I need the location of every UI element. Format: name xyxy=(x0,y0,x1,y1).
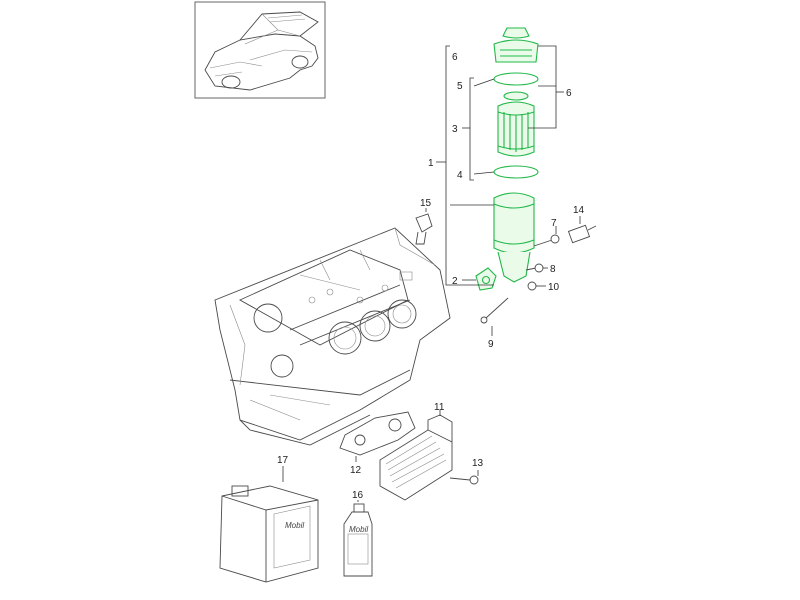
callout-8: 8 xyxy=(550,264,556,275)
callout-5: 5 xyxy=(457,81,463,92)
callout-2: 2 xyxy=(452,276,458,287)
callout-7: 7 xyxy=(551,218,557,229)
oil-canister-17[interactable]: Mobil xyxy=(219,485,319,583)
callout-13: 13 xyxy=(472,458,484,469)
bolt-9[interactable] xyxy=(480,297,509,324)
callout-1: 1 xyxy=(428,158,434,169)
callout-numbers: 1 2 3 4 5 6 6 7 8 9 10 11 12 13 14 15 16… xyxy=(277,52,585,501)
oil-bottle-16[interactable]: Mobil xyxy=(343,503,373,577)
filter-element-3[interactable] xyxy=(497,91,535,157)
car-icon xyxy=(204,11,319,91)
callout-3: 3 xyxy=(452,124,458,135)
callout-17: 17 xyxy=(277,455,289,466)
engine-block xyxy=(214,227,451,446)
canister-brand-label: Mobil xyxy=(285,521,304,530)
sensor-14[interactable] xyxy=(567,224,597,244)
bolt-10[interactable] xyxy=(527,281,537,291)
filter-housing-1[interactable] xyxy=(493,192,535,283)
callout-14: 14 xyxy=(573,205,585,216)
o-ring-4[interactable] xyxy=(493,165,539,179)
callout-6-left: 6 xyxy=(452,52,458,63)
sender-15[interactable] xyxy=(415,213,433,245)
bolt-13[interactable] xyxy=(449,475,479,485)
bolt-8[interactable] xyxy=(525,263,544,273)
callout-11: 11 xyxy=(434,402,445,413)
filter-cap-6[interactable] xyxy=(493,27,539,63)
callout-6-right: 6 xyxy=(566,88,572,99)
callout-12: 12 xyxy=(350,465,362,476)
vehicle-thumbnail[interactable] xyxy=(194,1,326,99)
callout-15: 15 xyxy=(420,198,432,209)
o-ring-5[interactable] xyxy=(493,72,539,86)
bolt-7[interactable] xyxy=(533,234,560,247)
callout-10: 10 xyxy=(548,282,560,293)
callout-4: 4 xyxy=(457,170,463,181)
flange-bracket-12[interactable] xyxy=(339,411,416,456)
leader-lines xyxy=(282,45,581,502)
callout-16: 16 xyxy=(352,490,364,501)
callout-9: 9 xyxy=(488,339,494,350)
bottle-brand-label: Mobil xyxy=(349,525,368,534)
gasket-2[interactable] xyxy=(475,267,497,291)
